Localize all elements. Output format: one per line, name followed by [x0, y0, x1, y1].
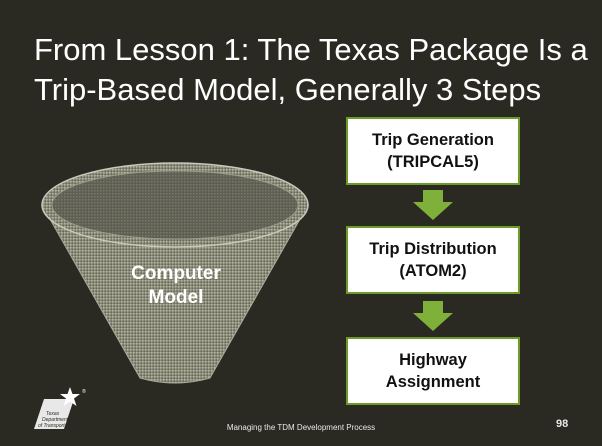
slide-title: From Lesson 1: The Texas Package Is a Tr…	[34, 30, 594, 110]
funnel-icon	[41, 162, 309, 384]
logo-registered-mark: ®	[82, 388, 86, 395]
funnel-label-line-1: Computer	[131, 263, 221, 284]
funnel-label: Computer Model	[114, 262, 238, 310]
step-1-line-2: (TRIPCAL5)	[387, 153, 479, 171]
step-3-line-2: Assignment	[385, 373, 481, 391]
logo-text-line-2: Department	[42, 417, 69, 423]
step-2-line-2: (ATOM2)	[399, 262, 467, 280]
step-box-highway-assignment: Highway Assignment	[346, 337, 520, 405]
logo-text-line-1: Texas	[46, 411, 60, 417]
step-box-trip-distribution: Trip Distribution (ATOM2)	[346, 226, 520, 294]
txdot-star-logo: ® Texas Department of Transportation	[34, 387, 86, 429]
funnel-label-line-2: Model	[148, 287, 204, 308]
step-box-trip-generation: Trip Generation (TRIPCAL5)	[346, 117, 520, 185]
title-line-1: From Lesson 1: The Texas Package Is a	[34, 32, 588, 67]
title-line-2: Trip-Based Model, Generally 3 Steps	[34, 72, 542, 107]
down-arrow-icon	[413, 190, 453, 220]
step-3-line-1: Highway	[399, 351, 467, 369]
logo-text-line-3: of Transportation	[38, 423, 76, 429]
down-arrow-icon	[413, 301, 453, 331]
step-2-line-1: Trip Distribution	[369, 240, 497, 258]
page-number: 98	[556, 418, 569, 430]
footer-text: Managing the TDM Development Process	[226, 423, 376, 432]
step-1-line-1: Trip Generation	[372, 131, 494, 149]
